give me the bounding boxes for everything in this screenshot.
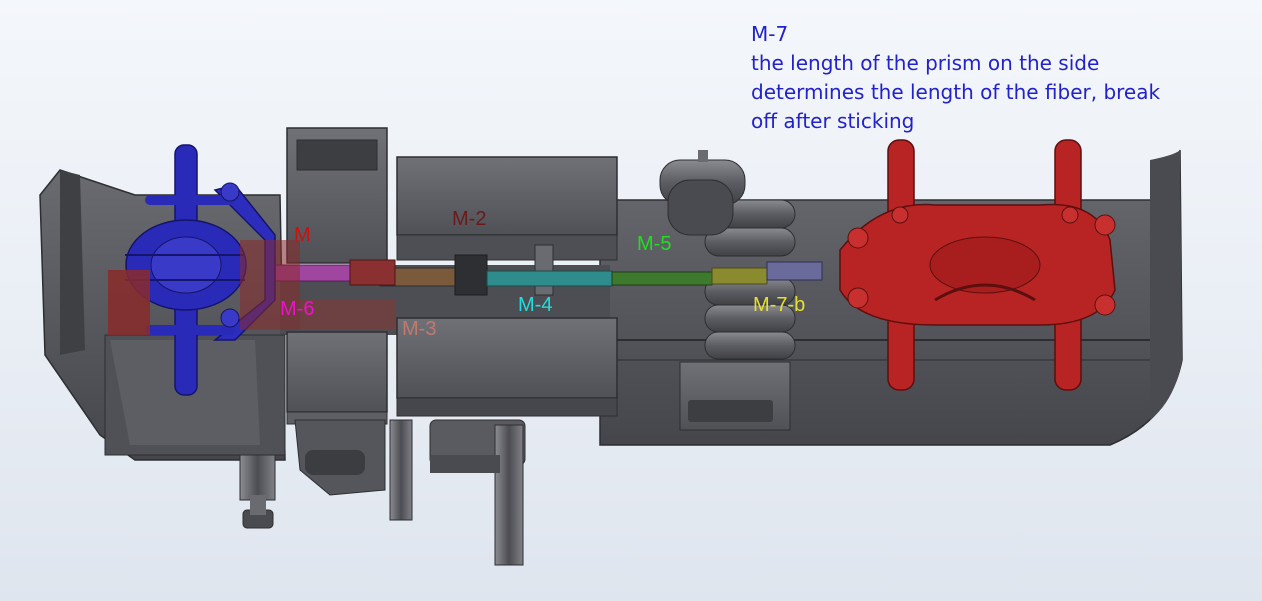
red-part-left — [108, 240, 395, 335]
capsule-stack-lower — [704, 277, 796, 360]
label-m-3: M-3 — [402, 318, 437, 340]
label-m-7-b: M-7-b — [753, 294, 806, 316]
label-m-6: M-6 — [280, 298, 315, 320]
label-m-5: M-5 — [637, 233, 672, 255]
clamp-legs — [239, 419, 526, 566]
label-m-2: M-2 — [452, 208, 487, 230]
annotation-line-1: the length of the prism on the side — [751, 51, 1100, 75]
annotation-title: M-7 — [751, 22, 789, 46]
blue-mount — [125, 144, 276, 396]
red-mount — [839, 139, 1116, 391]
annotation-line-3: off after sticking — [751, 109, 915, 133]
fixture-box-lower — [286, 317, 618, 425]
fixture-box-upper — [286, 127, 618, 264]
label-m-4: M-4 — [518, 294, 553, 316]
annotation-line-2: determines the length of the fiber, brea… — [751, 80, 1161, 104]
annotation-note-m7: M-7 the length of the prism on the side … — [751, 20, 1160, 136]
label-m: M — [294, 224, 311, 246]
motor-housing — [659, 150, 791, 431]
rod-assembly — [266, 244, 823, 296]
